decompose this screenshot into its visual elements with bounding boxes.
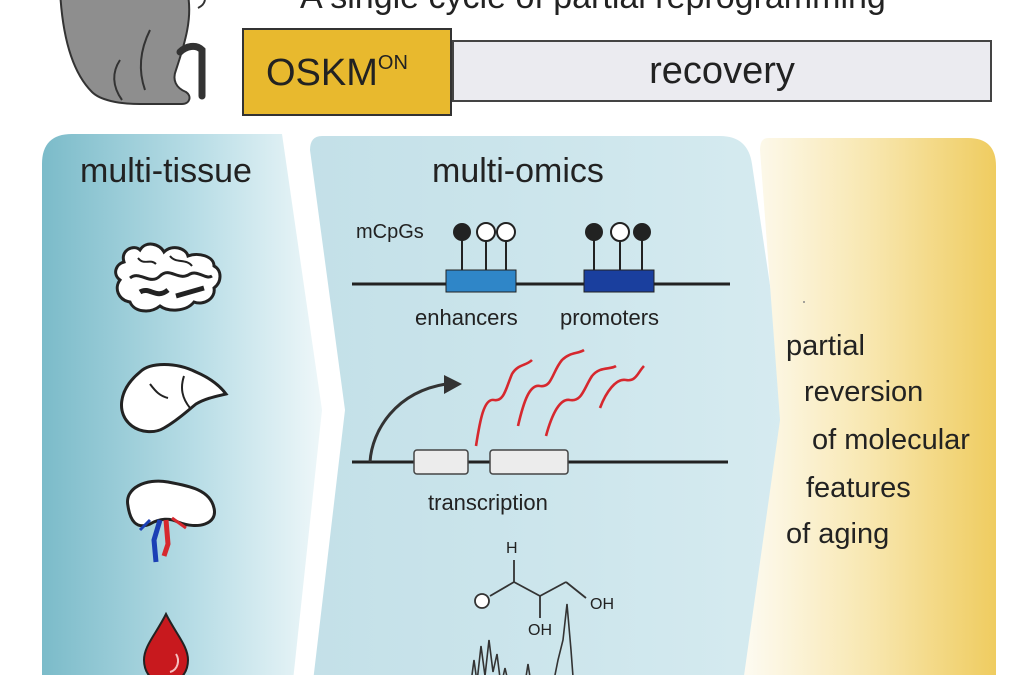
outcome-line-5: of aging <box>786 518 890 550</box>
molecule-oh-label-right: OH <box>590 596 614 613</box>
omics-panel <box>310 136 790 675</box>
molecule-oh-label-bottom: OH <box>528 622 552 639</box>
brain-icon <box>114 242 222 313</box>
oskm-superscript: ON <box>377 52 408 74</box>
methylation-lollipop-icon <box>352 222 730 293</box>
recovery-bar: recovery <box>452 40 992 102</box>
recovery-label: recovery <box>649 50 795 92</box>
omics-panel-title: multi-omics <box>432 152 604 190</box>
molecule-h-label: H <box>506 540 518 557</box>
outcome-line-3: of molecular <box>812 424 970 456</box>
speck <box>803 301 805 303</box>
mouse-icon <box>59 0 206 105</box>
mcpgs-label: mCpGs <box>356 221 424 243</box>
figure-title: A single cycle of partial reprogramming <box>300 0 886 17</box>
transcription-label: transcription <box>428 490 548 515</box>
blood-drop-icon <box>142 611 190 675</box>
promoters-label: promoters <box>560 305 660 330</box>
molecule-structure-icon <box>474 560 587 618</box>
rna-transcript-icon <box>474 348 645 447</box>
liver-icon <box>120 363 229 434</box>
oskm-label: OSKMON <box>266 52 408 94</box>
outcome-line-2: reversion <box>804 376 924 408</box>
outcome-line-4: features <box>806 472 911 504</box>
kidney-icon <box>126 479 216 563</box>
oskm-on-bar: OSKMON <box>242 28 452 116</box>
transcription-arrow-icon <box>352 375 728 475</box>
outcome-line-1: partial <box>786 330 865 362</box>
tissue-panel-title: multi-tissue <box>80 152 252 190</box>
outcome-panel <box>744 138 996 675</box>
enhancers-label: enhancers <box>415 305 518 330</box>
